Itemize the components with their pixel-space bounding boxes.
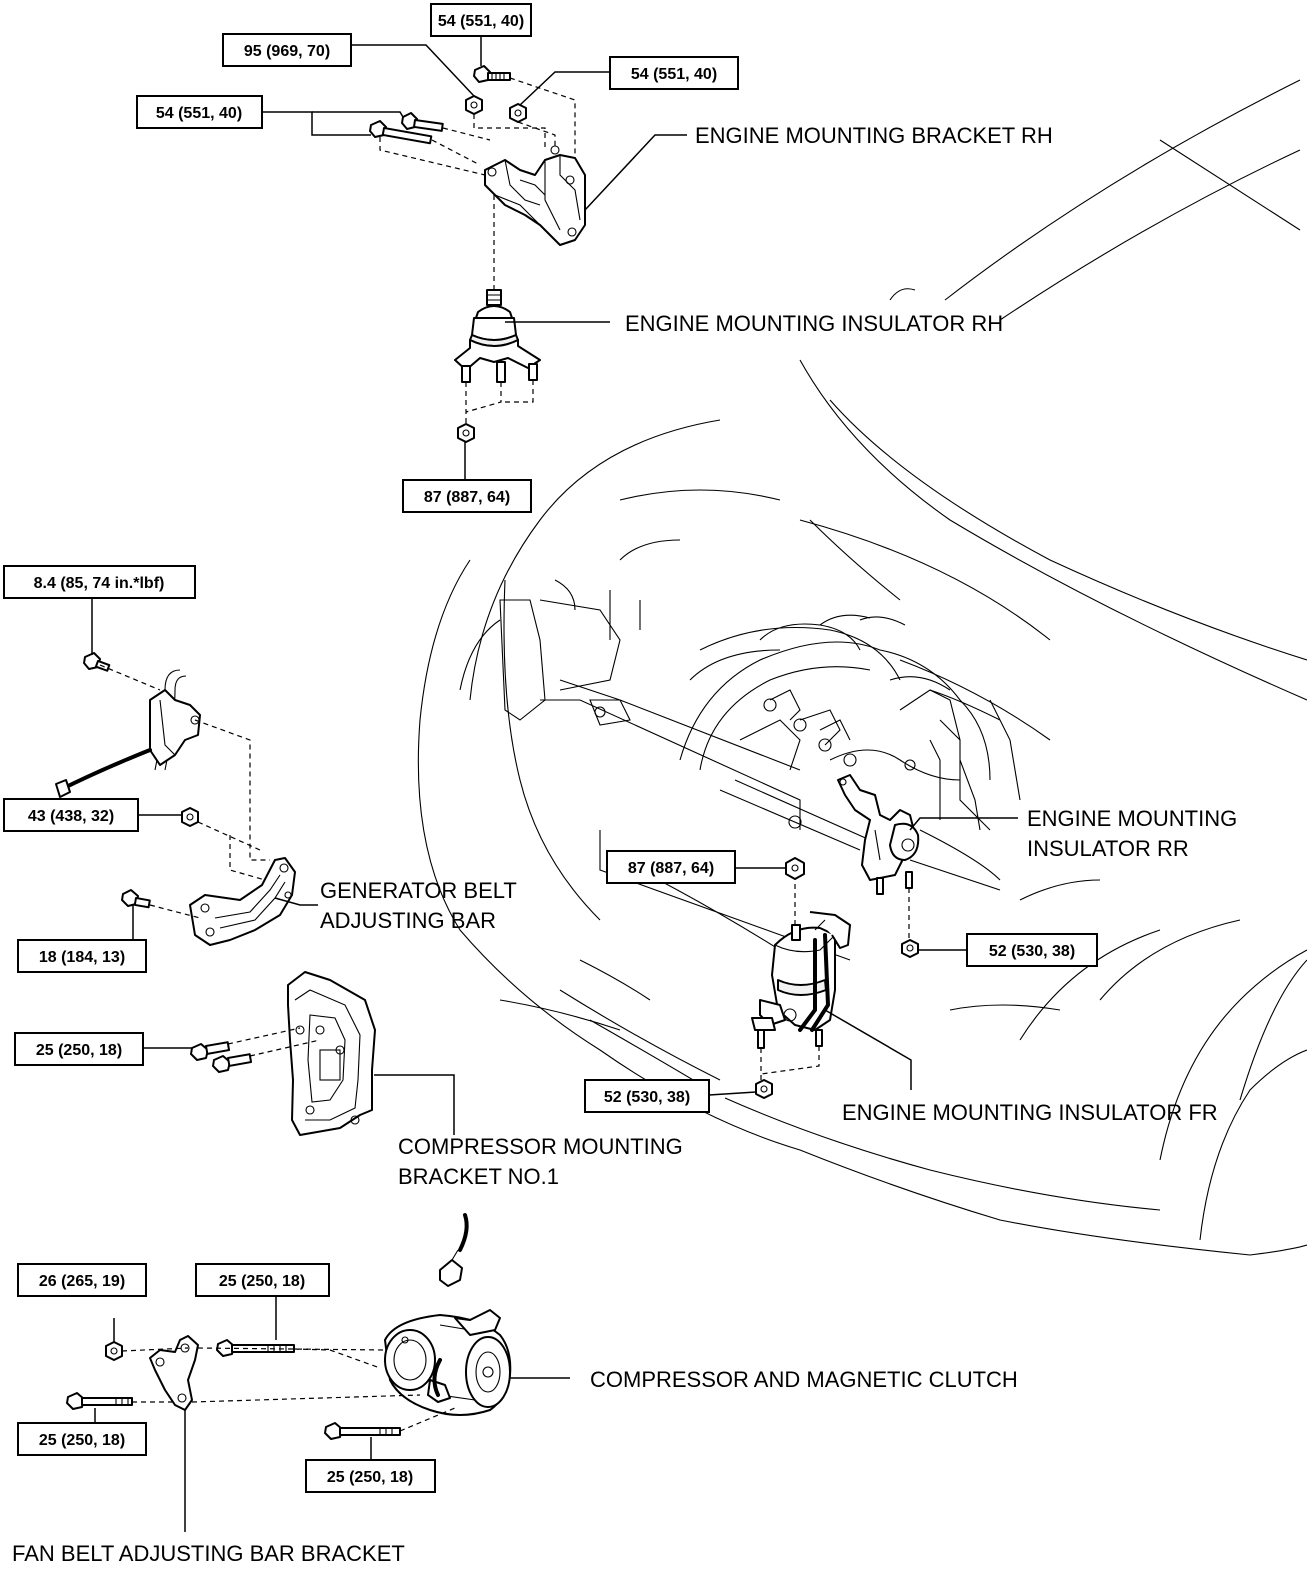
- svg-text:87 (887, 64): 87 (887, 64): [628, 860, 714, 877]
- alignment-lines-rh: [379, 77, 576, 295]
- svg-text:54 (551, 40): 54 (551, 40): [156, 105, 242, 122]
- torque-fan-bolt-top: 25 (250, 18): [195, 1263, 330, 1297]
- torque-fr-nut: 52 (530, 38): [584, 1079, 710, 1113]
- bolt-icon: [83, 652, 111, 672]
- torque-rh-nut-left: 95 (969, 70): [222, 33, 352, 67]
- bolt-icon: [369, 120, 433, 145]
- svg-text:52 (530, 38): 52 (530, 38): [604, 1089, 690, 1106]
- engine-mounting-insulator-rr-part: [837, 774, 920, 895]
- label-engine-mounting-insulator-rr-line2: INSULATOR RR: [1027, 836, 1189, 861]
- nut-icon: [901, 939, 919, 958]
- svg-text:25 (250, 18): 25 (250, 18): [39, 1432, 125, 1449]
- bolt-icon: [401, 112, 444, 132]
- bolt-icon: [212, 1053, 253, 1073]
- nut-icon: [105, 1341, 123, 1361]
- torque-gen-bolt: 18 (184, 13): [17, 939, 147, 973]
- svg-text:25 (250, 18): 25 (250, 18): [327, 1469, 413, 1486]
- engine-mounting-insulator-fr-part: [751, 911, 851, 1049]
- label-compressor-mounting-bracket-line2: BRACKET NO.1: [398, 1164, 559, 1189]
- alignment-lines-fr: [760, 1046, 820, 1082]
- alignment-lines-insulator-rh: [465, 380, 534, 430]
- label-fan-belt-adjusting-bar-bracket: FAN BELT ADJUSTING BAR BRACKET: [12, 1541, 405, 1566]
- label-engine-mounting-insulator-fr: ENGINE MOUNTING INSULATOR FR: [842, 1100, 1218, 1125]
- torque-rr-nut-top: 87 (887, 64): [606, 850, 736, 884]
- alignment-lines-comp-bracket: [227, 1027, 321, 1057]
- compressor-and-magnetic-clutch-part: [384, 1213, 512, 1416]
- bolt-icon: [324, 1422, 401, 1440]
- engine-head-outline: [589, 614, 1021, 851]
- svg-text:95 (969, 70): 95 (969, 70): [244, 43, 330, 60]
- fan-belt-adjusting-bar-bracket-part: [149, 1335, 199, 1411]
- label-engine-mounting-bracket-rh: ENGINE MOUNTING BRACKET RH: [695, 123, 1053, 148]
- label-generator-belt-line1: GENERATOR BELT: [320, 878, 517, 903]
- vehicle-body-outline: [417, 79, 1307, 1256]
- torque-rh-insulator-nut: 87 (887, 64): [402, 479, 532, 513]
- nut-icon: [457, 423, 475, 443]
- torque-rr-nut-bottom: 52 (530, 38): [966, 933, 1098, 967]
- leader-lines: [91, 36, 1018, 1532]
- torque-comp-bracket-bolts: 25 (250, 18): [14, 1032, 144, 1066]
- torque-rh-bolts-left: 54 (551, 40): [136, 95, 263, 129]
- torque-gen-nut: 43 (438, 32): [3, 798, 139, 832]
- label-engine-mounting-insulator-rr-line1: ENGINE MOUNTING: [1027, 806, 1237, 831]
- engine-mounting-insulator-rh-part: [454, 289, 541, 383]
- svg-text:43 (438, 32): 43 (438, 32): [28, 808, 114, 825]
- nut-icon: [509, 103, 527, 123]
- compressor-mounting-bracket-part: [287, 971, 376, 1136]
- bolt-icon: [190, 1041, 231, 1061]
- svg-text:18 (184, 13): 18 (184, 13): [39, 949, 125, 966]
- bolt-icon: [66, 1392, 133, 1410]
- svg-text:54 (551, 40): 54 (551, 40): [631, 66, 717, 83]
- nut-icon: [181, 807, 199, 827]
- svg-text:87 (887, 64): 87 (887, 64): [424, 489, 510, 506]
- svg-text:52 (530, 38): 52 (530, 38): [989, 943, 1075, 960]
- svg-text:8.4 (85, 74 in.*lbf): 8.4 (85, 74 in.*lbf): [34, 575, 165, 592]
- svg-text:54 (551, 40): 54 (551, 40): [438, 13, 524, 30]
- torque-rh-top-bolt: 54 (551, 40): [430, 3, 532, 37]
- label-generator-belt-line2: ADJUSTING BAR: [320, 908, 496, 933]
- engine-mounting-bracket-rh-part: [484, 145, 586, 246]
- label-compressor-mounting-bracket-line1: COMPRESSOR MOUNTING: [398, 1134, 683, 1159]
- torque-fan-bolt-left: 25 (250, 18): [17, 1422, 147, 1456]
- torque-comp-bolt-bottom: 25 (250, 18): [305, 1459, 436, 1493]
- label-engine-mounting-insulator-rh: ENGINE MOUNTING INSULATOR RH: [625, 311, 1003, 336]
- svg-text:25 (250, 18): 25 (250, 18): [36, 1042, 122, 1059]
- generator-belt-adjusting-bar-part: [189, 857, 296, 946]
- torque-rh-nut-right: 54 (551, 40): [609, 56, 739, 90]
- nut-icon: [465, 95, 483, 115]
- torque-fan-nut: 26 (265, 19): [17, 1263, 147, 1297]
- bolt-icon: [473, 65, 511, 83]
- label-compressor-and-magnetic-clutch: COMPRESSOR AND MAGNETIC CLUTCH: [590, 1367, 1018, 1392]
- alignment-lines-generator: [99, 664, 270, 919]
- alignment-lines-compressor: [121, 1347, 456, 1432]
- nut-icon: [785, 857, 805, 880]
- generator-bracket-part: [55, 669, 201, 798]
- bolt-icon: [121, 889, 151, 909]
- nut-icon: [755, 1079, 773, 1099]
- svg-text:25 (250, 18): 25 (250, 18): [219, 1273, 305, 1290]
- torque-gen-top-bolt: 8.4 (85, 74 in.*lbf): [3, 565, 196, 599]
- svg-text:26 (265, 19): 26 (265, 19): [39, 1273, 125, 1290]
